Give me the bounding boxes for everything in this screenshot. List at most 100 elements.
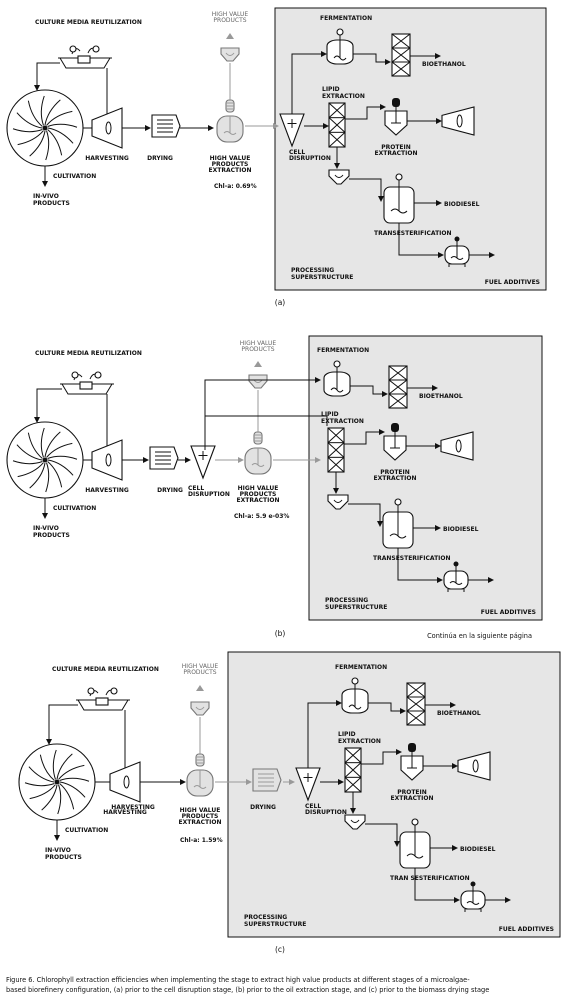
transesterification-label: TRANSESTERIFICATION bbox=[373, 555, 451, 562]
basin-icon bbox=[61, 383, 113, 395]
drying-label: DRYING bbox=[157, 487, 183, 494]
panel-letter: (b) bbox=[275, 629, 286, 638]
flow-line bbox=[345, 104, 386, 120]
culture-media-label: CULTURE MEDIA REUTILIZATION bbox=[35, 350, 142, 357]
fermentation-label: FERMENTATION bbox=[317, 347, 369, 354]
cultivation-label: CULTIVATION bbox=[53, 173, 96, 180]
flow-line bbox=[414, 868, 460, 903]
caption-line-2: based biorefinery configuration, (a) pri… bbox=[6, 986, 490, 994]
chl-a-label: Chl-a: 1.59% bbox=[180, 837, 223, 844]
biodiesel-label: BIODIESEL bbox=[444, 201, 480, 208]
pump-icon bbox=[79, 381, 93, 390]
drying-label: DRYING bbox=[147, 155, 173, 162]
panel-letter: (c) bbox=[275, 945, 285, 954]
flow-line bbox=[350, 385, 388, 397]
chl-a-label: Chl-a: 0.69% bbox=[214, 183, 257, 190]
cultivation-label: CULTIVATION bbox=[53, 505, 96, 512]
fermentation-label: FERMENTATION bbox=[335, 664, 387, 671]
culture-media-label: CULTURE MEDIA REUTILIZATION bbox=[35, 19, 142, 26]
hvp-filter-icon bbox=[248, 374, 268, 389]
caption-line-1: Figure 6. Chlorophyll extraction efficie… bbox=[6, 976, 470, 984]
flow-line bbox=[348, 503, 383, 527]
flow-line bbox=[368, 702, 406, 714]
transesterification-label: TRAN SESTERIFICATION bbox=[390, 875, 470, 882]
flow-line bbox=[397, 548, 443, 583]
flow-line bbox=[349, 178, 384, 202]
recycle-line bbox=[34, 388, 62, 423]
pump-icon bbox=[77, 55, 91, 64]
basin-icon bbox=[77, 699, 129, 711]
bioethanol-label: BIOETHANOL bbox=[419, 393, 463, 400]
flow-line bbox=[291, 51, 327, 114]
flow-line bbox=[353, 53, 391, 65]
fermentation-label: FERMENTATION bbox=[320, 15, 372, 22]
harvesting-centrifuge-icon bbox=[91, 107, 123, 149]
transesterification-label: TRANSESTERIFICATION bbox=[374, 230, 452, 237]
pump-icon bbox=[95, 697, 109, 706]
continued-note: Continúa en la siguiente página bbox=[427, 632, 532, 640]
flow-line bbox=[307, 700, 342, 768]
chl-a-label: Chl-a: 5.9 e-03% bbox=[234, 513, 289, 520]
panel-letter: (a) bbox=[275, 298, 286, 307]
motor-icon bbox=[392, 98, 400, 107]
cell-disruptor-icon bbox=[190, 445, 216, 480]
bioethanol-label: BIOETHANOL bbox=[422, 61, 466, 68]
hvp-filter-icon bbox=[190, 701, 210, 716]
product-arrow-icon bbox=[196, 685, 204, 691]
drying-label: DRYING bbox=[250, 804, 276, 811]
recycle-line bbox=[46, 704, 78, 745]
panel-b: CULTURE MEDIA REUTILIZATION CULTIVATION IN… bbox=[6, 335, 543, 638]
fuel-additives-label: FUEL ADDITIVES bbox=[499, 926, 554, 933]
motor-icon bbox=[391, 423, 399, 432]
culture-media-label: CULTURE MEDIA REUTILIZATION bbox=[52, 666, 159, 673]
dryer-icon bbox=[151, 114, 181, 138]
harvesting-label: HARVESTING bbox=[103, 809, 147, 816]
panel-c: CULTURE MEDIA REUTILIZATION CULTIVATION IN… bbox=[18, 651, 561, 954]
cultivation-label: CULTIVATION bbox=[65, 827, 108, 834]
biodiesel-label: BIODIESEL bbox=[443, 526, 479, 533]
flow-line bbox=[398, 223, 444, 258]
harvesting-label: HARVESTING bbox=[111, 804, 155, 811]
dryer-icon bbox=[149, 446, 179, 470]
figure-caption: Figure 6. Chlorophyll extraction efficie… bbox=[6, 975, 562, 995]
harvesting-label: HARVESTING bbox=[85, 487, 129, 494]
biodiesel-label: BIODIESEL bbox=[460, 846, 496, 853]
hvp-filter-icon bbox=[220, 47, 240, 62]
basin-icon bbox=[59, 57, 111, 69]
processing-superstructure-box bbox=[227, 651, 561, 938]
recycle-line bbox=[34, 62, 60, 91]
protein-compressor-icon bbox=[440, 431, 474, 461]
flow-line bbox=[365, 823, 400, 847]
protein-compressor-icon bbox=[441, 106, 475, 136]
harvesting-centrifuge-icon bbox=[91, 439, 123, 481]
dryer-icon bbox=[252, 768, 282, 792]
motor-icon bbox=[408, 743, 416, 752]
panel-a: CULTURE MEDIA REUTILIZATION CULTIVATION IN… bbox=[6, 7, 547, 307]
harvesting-label: HARVESTING bbox=[85, 155, 129, 162]
fuel-additives-label: FUEL ADDITIVES bbox=[485, 279, 540, 286]
flow-line bbox=[361, 749, 402, 765]
harvesting-centrifuge-icon bbox=[109, 761, 141, 803]
flow-line bbox=[204, 415, 328, 450]
